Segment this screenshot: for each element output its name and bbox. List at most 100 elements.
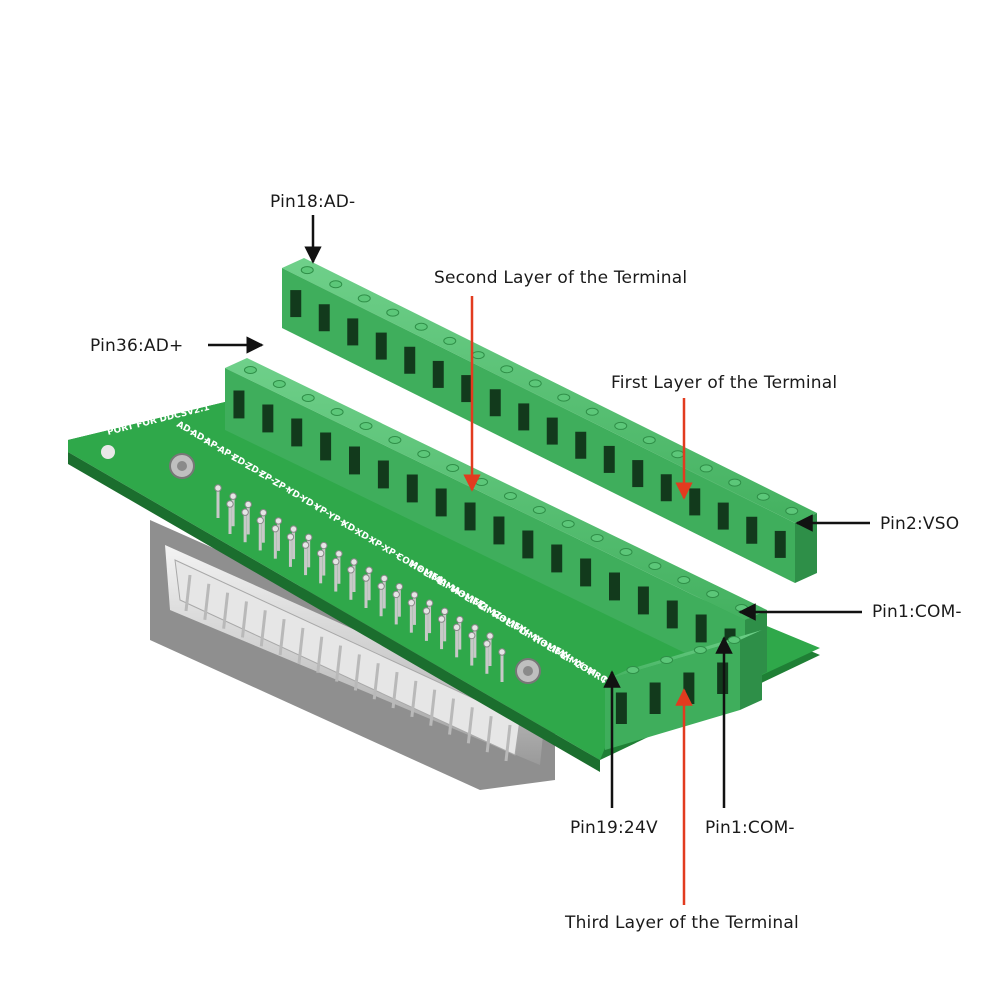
header-pin (392, 590, 400, 625)
wire-slot (290, 290, 302, 318)
header-pin (365, 566, 373, 601)
header-pin (422, 607, 431, 641)
header-pin (335, 550, 343, 584)
header-pin (407, 598, 416, 633)
terminal-screw (528, 379, 542, 388)
db37-connector (150, 520, 555, 790)
header-pin (332, 557, 340, 592)
header-pin (256, 516, 264, 551)
terminal-screw (272, 380, 286, 388)
terminal-screw (727, 636, 741, 644)
header-pin (362, 574, 370, 608)
terminal-screw (446, 464, 460, 472)
terminal-screw (386, 308, 400, 317)
header-pin (395, 582, 404, 617)
terminal-screw (706, 590, 720, 598)
wire-slot (375, 332, 387, 360)
wire-slot (774, 530, 786, 558)
header-pin (440, 607, 449, 642)
terminal-screw (359, 422, 373, 430)
header-pin (274, 517, 283, 551)
wire-slot (432, 360, 444, 388)
header-pin (468, 631, 476, 666)
wire-slot (464, 502, 476, 531)
wire-slot (522, 530, 534, 559)
header-pin (301, 541, 310, 576)
header-pin (214, 484, 222, 518)
wire-slot (349, 446, 360, 475)
terminal-screw (728, 478, 742, 487)
wire-slot (615, 692, 627, 724)
callout-pin18: Pin18:AD- (270, 192, 356, 212)
terminal-blocks (225, 258, 817, 750)
terminal-screw (414, 322, 428, 331)
callout-pin1-right: Pin1:COM- (872, 602, 962, 622)
header-pin (380, 574, 388, 609)
header-pin (286, 533, 295, 567)
wire-slot (660, 474, 672, 502)
terminal-screw (500, 365, 514, 374)
wire-slot (575, 431, 587, 459)
terminal-screw (699, 464, 713, 473)
wire-slot (695, 614, 707, 643)
terminal-screw (475, 478, 489, 486)
wire-slot (404, 346, 416, 374)
header-pin (244, 500, 252, 535)
header-pin (456, 615, 464, 650)
wire-slot (649, 682, 661, 714)
header-pin (226, 500, 234, 534)
wire-slot (717, 662, 729, 694)
wire-slot (666, 600, 678, 629)
callout-pin19: Pin19:24V (570, 818, 658, 838)
terminal-screw (243, 366, 257, 374)
terminal-screw (443, 336, 457, 345)
wire-slot (603, 445, 615, 473)
terminal-screw (735, 604, 749, 612)
wire-slot (717, 502, 729, 530)
terminal-screw (301, 394, 315, 402)
wire-slot (689, 488, 701, 516)
wire-slot (609, 572, 620, 601)
wire-slot (546, 417, 558, 445)
header-pin (410, 591, 419, 625)
wire-slot (377, 460, 389, 489)
wire-slot (435, 488, 447, 517)
wire-slot (347, 318, 359, 346)
terminal-screw (532, 506, 546, 514)
callout-arrows (208, 215, 870, 905)
header-pin (483, 640, 491, 674)
terminal-screw (756, 492, 770, 501)
terminal-screw (503, 492, 517, 500)
wire-slot (746, 516, 758, 544)
header-pin (452, 623, 461, 658)
header-pin (425, 599, 434, 634)
wire-slot (489, 389, 501, 417)
terminal-screw (557, 393, 571, 402)
header-pin (259, 508, 268, 543)
wire-slot (493, 516, 505, 545)
terminal-screw (642, 436, 656, 445)
header-pin (289, 525, 298, 560)
header-pin (437, 615, 446, 650)
wire-slot (551, 544, 563, 573)
terminal-screw (648, 562, 662, 570)
wire-slot (320, 432, 332, 461)
terminal-screw (417, 450, 431, 458)
callout-third-layer: Third Layer of the Terminal (565, 913, 799, 933)
wire-slot (262, 404, 274, 433)
terminal-screw (585, 407, 599, 416)
wire-slot (318, 304, 330, 332)
terminal-screw (693, 646, 707, 654)
header-pin (316, 549, 325, 584)
mounting-hole (101, 445, 115, 459)
header-pin (498, 648, 506, 682)
terminal-screw (330, 408, 344, 416)
wire-slot (461, 375, 473, 403)
terminal-screw (677, 576, 691, 584)
wire-slot (518, 403, 530, 431)
wire-slot (233, 390, 245, 419)
terminal-screw (626, 666, 640, 674)
terminal-screw (614, 421, 628, 430)
